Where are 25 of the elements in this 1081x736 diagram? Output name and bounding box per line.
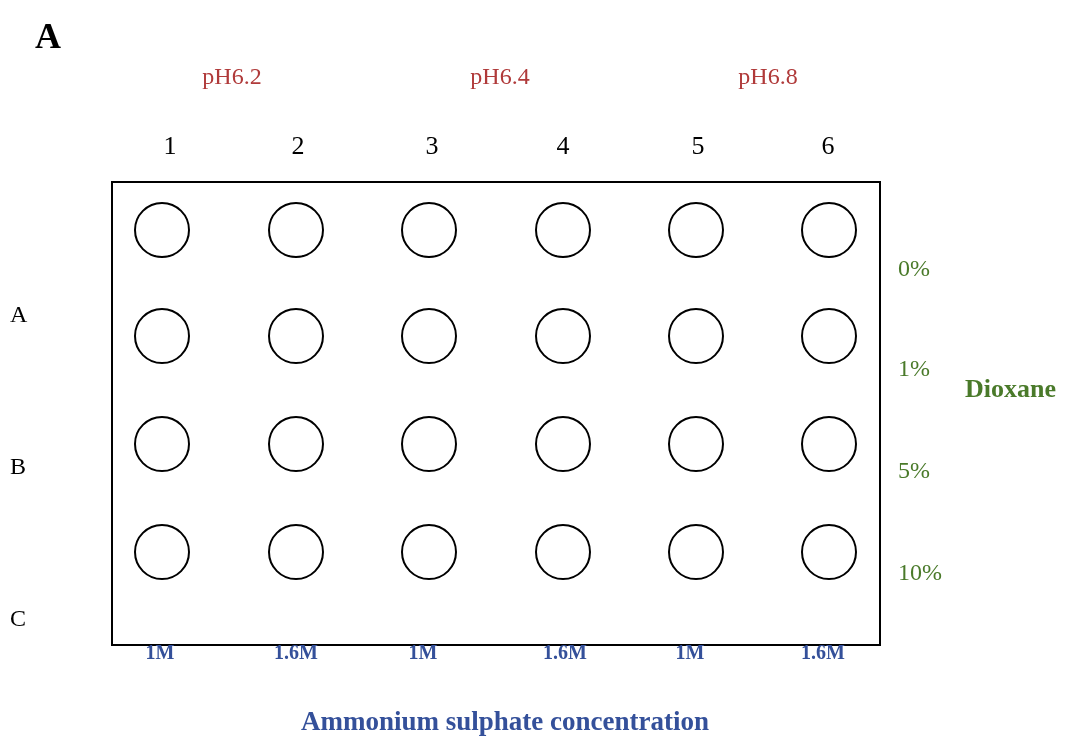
column-number: 3 <box>425 133 439 159</box>
concentration-label: 1M <box>145 642 175 662</box>
column-number: 5 <box>691 133 705 159</box>
axis-title: Ammonium sulphate concentration <box>301 708 709 735</box>
panel-letter: A <box>35 18 61 54</box>
dioxane-percentage: 0% <box>898 256 930 280</box>
ph-label: pH6.8 <box>738 64 798 88</box>
ph-label: pH6.2 <box>202 64 262 88</box>
axis-title: Dioxane <box>965 376 1056 402</box>
concentration-label: 1.6M <box>543 642 587 662</box>
concentration-label: 1.6M <box>801 642 845 662</box>
column-number: 4 <box>556 133 570 159</box>
concentration-label: 1M <box>675 642 705 662</box>
concentration-label: 1M <box>408 642 438 662</box>
column-number: 6 <box>821 133 835 159</box>
row-letter: B <box>10 454 26 478</box>
concentration-label: 1.6M <box>274 642 318 662</box>
ph-label: pH6.4 <box>470 64 530 88</box>
dioxane-percentage: 5% <box>898 458 930 482</box>
column-number: 2 <box>291 133 305 159</box>
dioxane-percentage: 10% <box>898 560 942 584</box>
row-letter: C <box>10 606 26 630</box>
row-letter: A <box>10 302 28 326</box>
dioxane-percentage: 1% <box>898 356 930 380</box>
column-number: 1 <box>163 133 177 159</box>
